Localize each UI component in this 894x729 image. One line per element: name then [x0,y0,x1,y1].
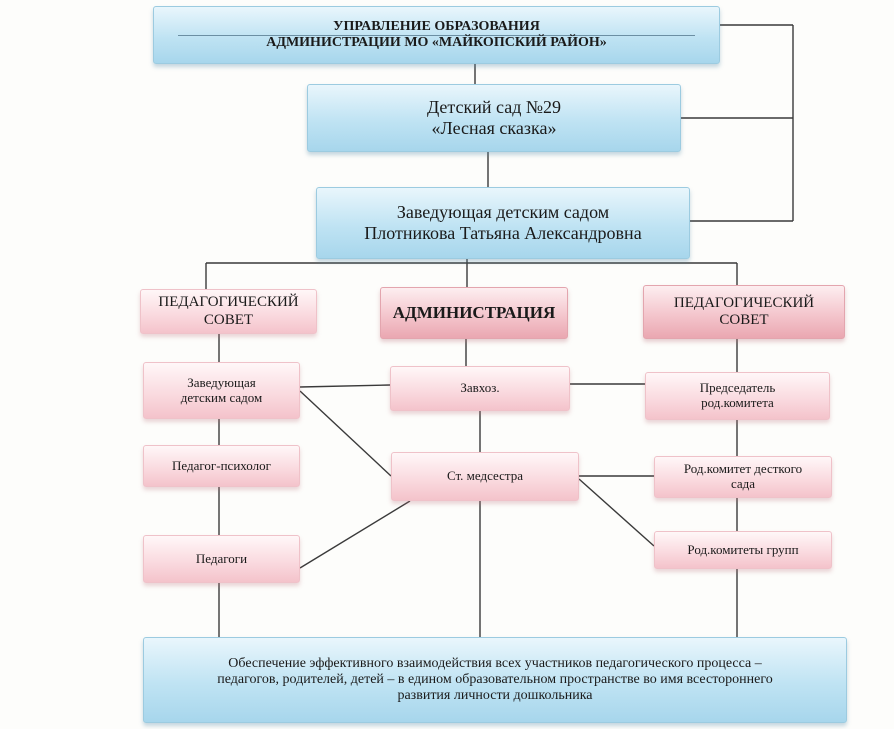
parent-committee-kindergarten-label: Род.комитет десткого сада [683,461,803,491]
supply-manager-label: Завхоз. [460,380,500,396]
education-department-box: УПРАВЛЕНИЕ ОБРАЗОВАНИЯ АДМИНИСТРАЦИИ МО … [153,6,720,64]
parent-committee-kindergarten-box: Род.комитет десткого сада [654,456,832,498]
administration-label: АДМИНИСТРАЦИЯ [392,303,556,323]
senior-nurse-box: Ст. медсестра [391,452,579,501]
pedagogical-council-right-label: ПЕДАГОГИЧЕСКИЙ СОВЕТ [673,294,815,328]
link-head-short-nurse [299,390,392,477]
link-head-short-supply [299,384,391,388]
kindergarten-box: Детский сад №29 «Лесная сказка» [307,84,681,152]
psychologist-label: Педагог-психолог [172,457,271,473]
link-teachers-nurse [299,500,411,569]
pedagogical-council-left-label: ПЕДАГОГИЧЕСКИЙ СОВЕТ [158,294,299,328]
teachers-label: Педагоги [195,550,248,566]
parent-committee-chair-label: Председатель род.комитета [699,380,776,410]
head-short-box: Заведующая детским садом [143,362,300,419]
group-parent-committees-box: Род.комитеты групп [654,531,832,569]
head-of-kindergarten-label: Заведующая детским садом Плотникова Тать… [364,202,642,243]
head-of-kindergarten-box: Заведующая детским садом Плотникова Тать… [316,187,690,259]
head-short-label: Заведующая детским садом [180,374,263,405]
supply-manager-box: Завхоз. [390,366,570,411]
link-nurse-group-committees [578,478,655,547]
parent-committee-chair-box: Председатель род.комитета [645,372,830,420]
education-department-label: УПРАВЛЕНИЕ ОБРАЗОВАНИЯ АДМИНИСТРАЦИИ МО … [266,18,607,50]
kindergarten-label: Детский сад №29 «Лесная сказка» [426,97,562,138]
administration-box: АДМИНИСТРАЦИЯ [380,287,568,339]
goal-statement-label: Обеспечение эффективного взаимодействия … [217,655,773,704]
group-parent-committees-label: Род.комитеты групп [687,541,799,557]
pedagogical-council-left-box: ПЕДАГОГИЧЕСКИЙ СОВЕТ [140,289,317,334]
psychologist-box: Педагог-психолог [143,445,300,487]
pedagogical-council-right-box: ПЕДАГОГИЧЕСКИЙ СОВЕТ [643,285,845,339]
teachers-box: Педагоги [143,535,300,583]
senior-nurse-label: Ст. медсестра [446,468,524,484]
goal-statement-box: Обеспечение эффективного взаимодействия … [143,637,847,723]
title-divider [178,35,695,36]
